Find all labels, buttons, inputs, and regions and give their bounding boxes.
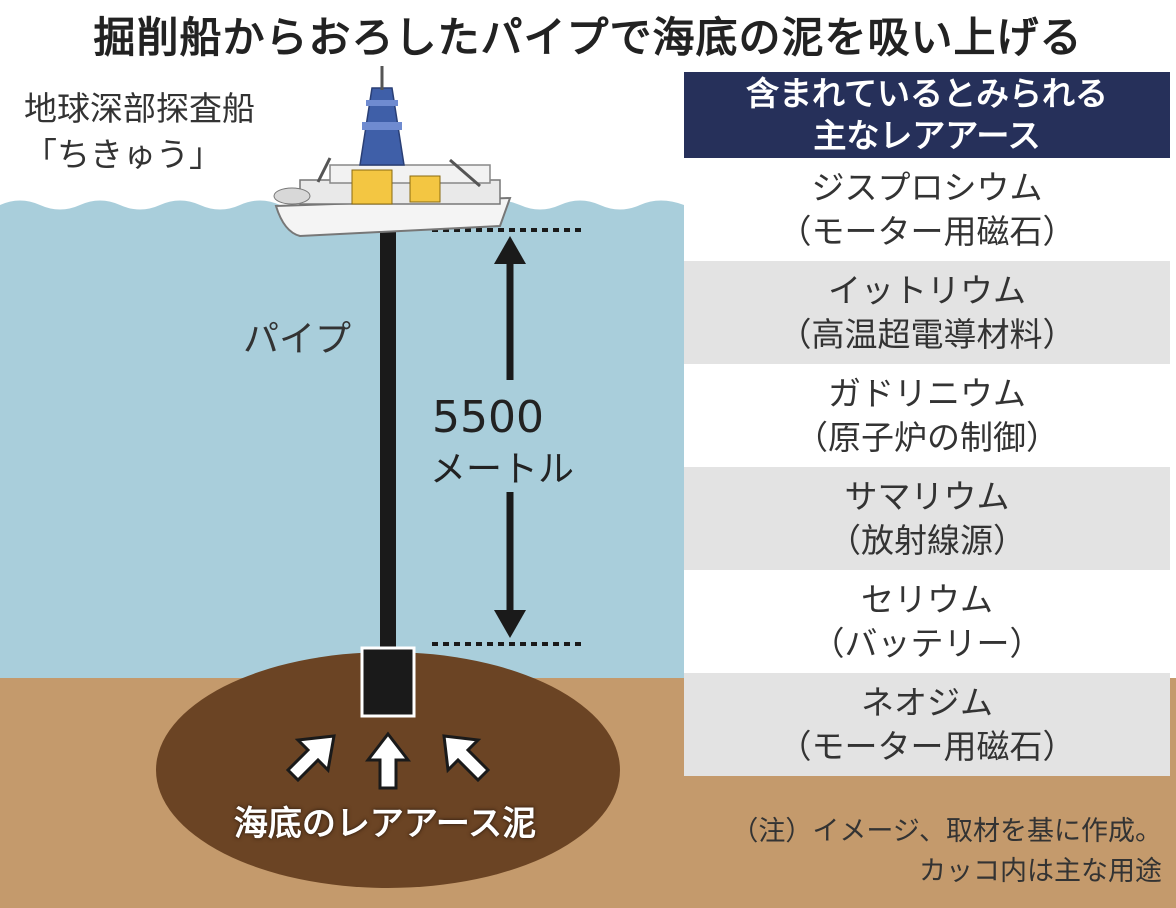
pipe [380, 225, 396, 655]
ship-label: 地球深部探査船 「ちきゅう」 [24, 86, 255, 178]
depth-value: 5500 [432, 392, 544, 443]
page-title: 掘削船からおろしたパイプで海底の泥を吸い上げる [93, 13, 1083, 62]
element-name: ガドリニウム [828, 373, 1026, 413]
element-use: （原子炉の制御） [795, 417, 1059, 457]
list-item: イットリウム （高温超電導材料） [684, 261, 1170, 364]
element-use: （高温超電導材料） [778, 314, 1076, 354]
ship-name: 「ちきゅう」 [24, 135, 222, 174]
arrow-up-icon [494, 236, 526, 264]
mud-label: 海底のレアアース泥 [233, 804, 537, 844]
footnote: （注）イメージ、取材を基に作成。 カッコ内は主な用途 [684, 812, 1170, 892]
pipe-head [360, 646, 416, 718]
panel-header: 含まれているとみられる 主なレアアース [684, 72, 1170, 158]
element-name: ジスプロシウム [811, 167, 1043, 207]
list-item: セリウム （バッテリー） [684, 570, 1170, 673]
element-name: イットリウム [828, 270, 1026, 310]
element-use: （放射線源） [828, 520, 1026, 560]
panel-header-line2: 主なレアアース [813, 116, 1041, 155]
element-use: （モーター用磁石） [778, 726, 1076, 766]
arrow-down-icon [494, 610, 526, 638]
element-use: （モーター用磁石） [778, 211, 1076, 251]
footnote-line1: （注）イメージ、取材を基に作成。 [731, 816, 1162, 847]
list-item: ネオジム （モーター用磁石） [684, 673, 1170, 776]
sea-water [0, 200, 684, 678]
element-use: （バッテリー） [811, 623, 1043, 663]
pipe-label: パイプ [243, 319, 352, 360]
ship-type: 地球深部探査船 [24, 89, 255, 128]
ship-chikyu-icon [273, 66, 512, 238]
list-item: ガドリニウム （原子炉の制御） [684, 364, 1170, 467]
list-item: ジスプロシウム （モーター用磁石） [684, 158, 1170, 261]
suction-arrows-icon [285, 731, 491, 790]
footnote-line2: カッコ内は主な用途 [919, 856, 1162, 887]
panel-header-line1: 含まれているとみられる [745, 74, 1108, 113]
rare-earth-panel: 含まれているとみられる 主なレアアース ジスプロシウム （モーター用磁石） イッ… [684, 72, 1170, 776]
element-name: サマリウム [844, 476, 1010, 516]
list-item: サマリウム （放射線源） [684, 467, 1170, 570]
element-name: ネオジム [861, 682, 993, 722]
element-name: セリウム [861, 579, 993, 619]
depth-unit: メートル [430, 449, 575, 490]
